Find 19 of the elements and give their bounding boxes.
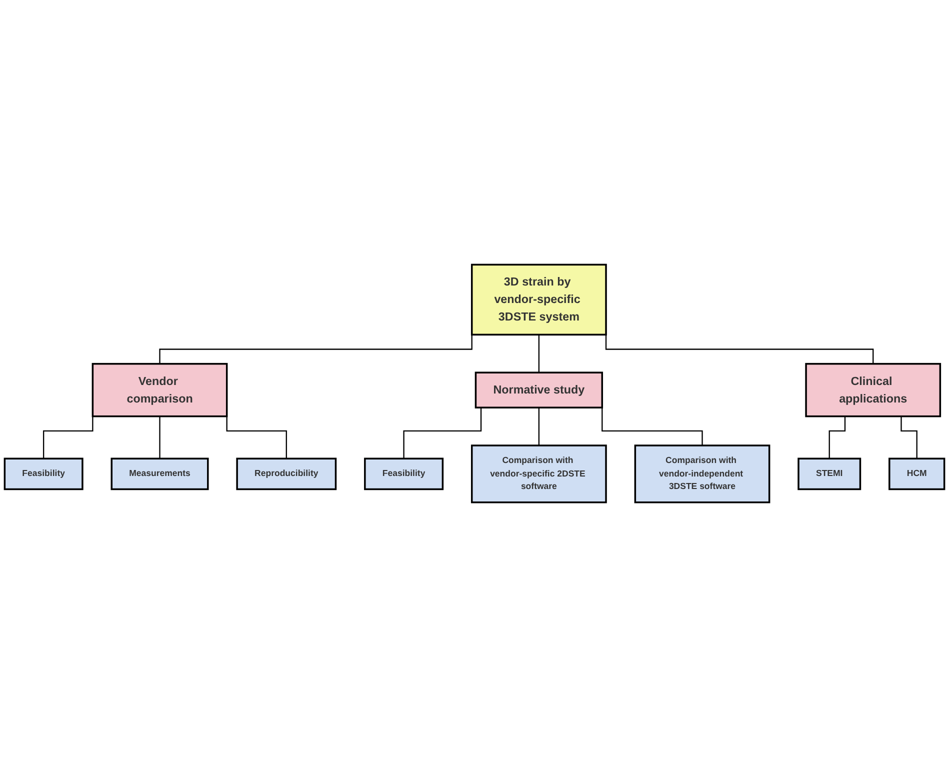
connector xyxy=(538,334,540,374)
node-box: STEMI xyxy=(798,458,862,490)
connector xyxy=(403,408,482,460)
node-box: Comparison with vendor-specific 2DSTE software xyxy=(470,444,607,504)
node-box: Clinical applications xyxy=(805,362,942,418)
connector xyxy=(538,408,540,446)
node-box: 3D strain by vendor-specific 3DSTE system xyxy=(470,264,607,336)
node-box: Comparison with vendor-independent 3DSTE software xyxy=(634,444,770,504)
node-box: Vendor comparison xyxy=(92,362,228,418)
connector xyxy=(159,416,160,460)
connector xyxy=(602,406,703,446)
connector xyxy=(828,416,846,460)
node-box: Reproducibility xyxy=(236,458,337,490)
node-box: Feasibility xyxy=(4,458,84,490)
node-box: Measurements xyxy=(110,458,209,490)
connector xyxy=(900,416,918,460)
node-box: Feasibility xyxy=(364,458,444,490)
node-box: HCM xyxy=(888,458,946,490)
node-box: Normative study xyxy=(474,372,603,408)
